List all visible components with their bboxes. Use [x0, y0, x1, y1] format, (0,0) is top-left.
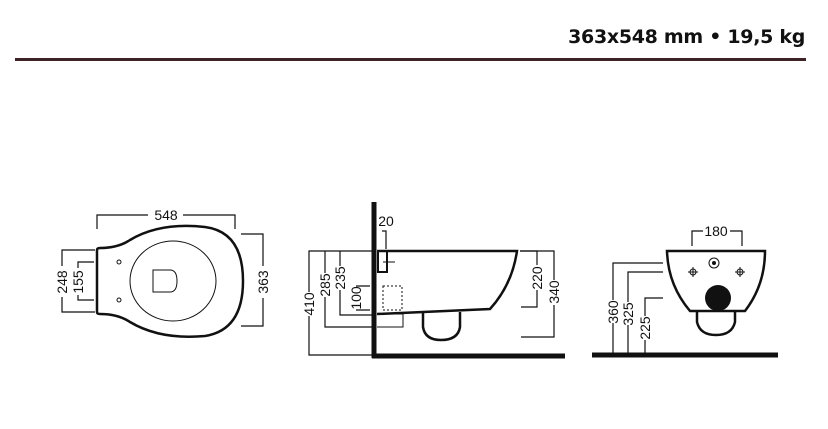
dim-225: 225 [637, 316, 653, 340]
dim-line [324, 251, 372, 328]
flush-inlet-center [712, 261, 716, 265]
dim-length: 548 [154, 207, 178, 223]
trap [421, 312, 462, 342]
dim-front-width: 180 [704, 223, 728, 239]
dim-line [339, 251, 372, 316]
dim-220: 220 [529, 266, 545, 290]
dim-line [612, 262, 663, 355]
fixing-hole [116, 259, 122, 265]
fixing-hole [116, 297, 122, 303]
dim-line [61, 249, 95, 313]
side-view-outline [376, 249, 519, 316]
outlet-hole [705, 285, 731, 311]
dim-line [77, 261, 94, 301]
top-view: 548 248 155 363 [54, 207, 271, 338]
fixing-cross-icon [735, 267, 745, 277]
front-view: 180 360 325 225 [592, 223, 778, 358]
dim-line [356, 285, 370, 311]
dim-line [691, 230, 743, 246]
flush-inlet [708, 257, 720, 269]
dim-235: 235 [332, 266, 348, 290]
dim-fixing-inner: 155 [70, 270, 86, 294]
fixing-cross-icon [688, 267, 698, 277]
seat-rim [129, 240, 217, 322]
dim-line [382, 230, 387, 249]
dim-line [308, 250, 372, 356]
outlet-hidden [382, 285, 403, 311]
dim-wall-offset: 20 [378, 213, 394, 229]
dim-100: 100 [348, 286, 364, 310]
dim-fixing-span: 248 [54, 270, 70, 294]
product-spec: 363x548 mm • 19,5 kg [568, 26, 805, 48]
dim-line [96, 214, 236, 229]
dim-line [241, 233, 264, 327]
dim-340: 340 [546, 280, 562, 304]
dim-325: 325 [620, 302, 636, 326]
rear-outlet [377, 313, 404, 328]
dim-360: 360 [605, 300, 621, 324]
dim-line [627, 271, 663, 355]
dim-410: 410 [301, 292, 317, 316]
dim-line [644, 297, 663, 355]
dim-line [520, 250, 555, 338]
trap [695, 312, 737, 337]
side-view: 20 410 285 235 100 220 340 [301, 202, 565, 359]
outlet-shape [152, 269, 178, 293]
front-view-outline [665, 249, 767, 313]
dim-285: 285 [317, 273, 333, 297]
header-divider [15, 58, 806, 61]
dim-width: 363 [255, 270, 271, 294]
top-view-outline [95, 224, 245, 338]
